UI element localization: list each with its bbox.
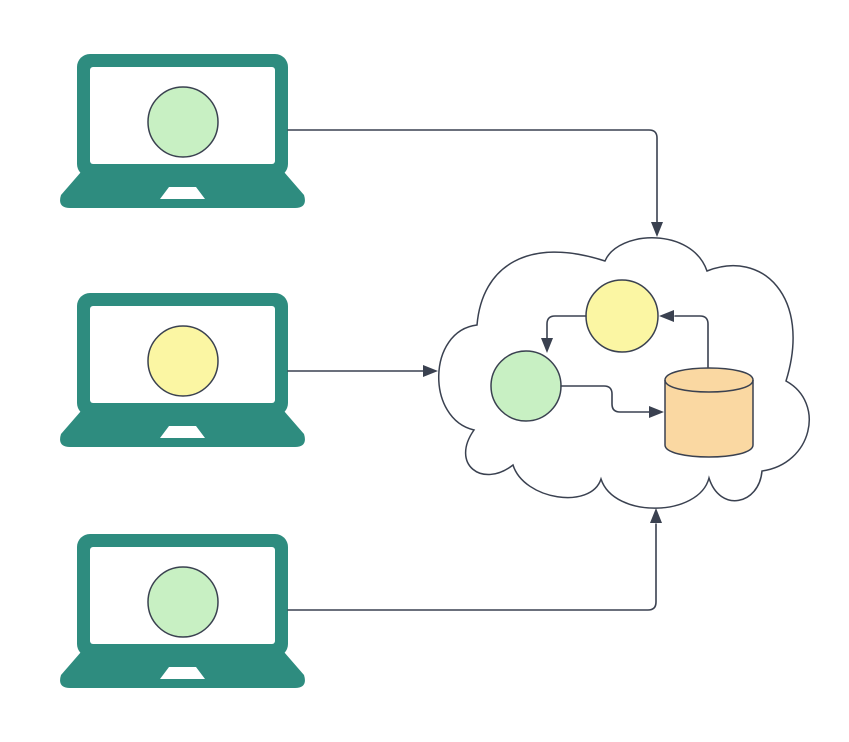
laptop-1 <box>60 54 305 208</box>
edge-database-to-yellow <box>674 315 709 368</box>
arrowhead-yellow-right <box>659 310 674 322</box>
arrowhead-green-top <box>541 338 553 353</box>
database-cylinder-body <box>664 367 754 458</box>
arrowhead-cloud-bottom <box>650 508 662 523</box>
process-yellow-circle <box>585 279 659 353</box>
internal-connectors <box>546 315 709 413</box>
laptop-3-screen-dot <box>147 566 219 638</box>
arrowhead-cloud-top <box>651 222 663 237</box>
edge-yellow-to-green <box>546 315 587 339</box>
database-icon <box>664 367 754 458</box>
edge-laptop-3-to-cloud <box>287 523 657 611</box>
laptop-2 <box>60 293 305 447</box>
edge-laptop-1-to-cloud <box>287 129 658 224</box>
laptop-1-screen-dot <box>147 86 219 158</box>
arrowhead-database-left <box>649 406 664 418</box>
arrowhead-cloud-left <box>423 365 438 377</box>
internal-arrowheads <box>541 310 674 418</box>
process-green-circle <box>490 350 562 422</box>
external-arrowheads <box>423 222 663 523</box>
laptop-2-screen-dot <box>147 325 219 397</box>
external-connectors <box>287 129 658 611</box>
edge-green-to-database <box>560 385 650 413</box>
database-cylinder-top-arc <box>664 379 754 393</box>
laptop-3 <box>60 534 305 688</box>
